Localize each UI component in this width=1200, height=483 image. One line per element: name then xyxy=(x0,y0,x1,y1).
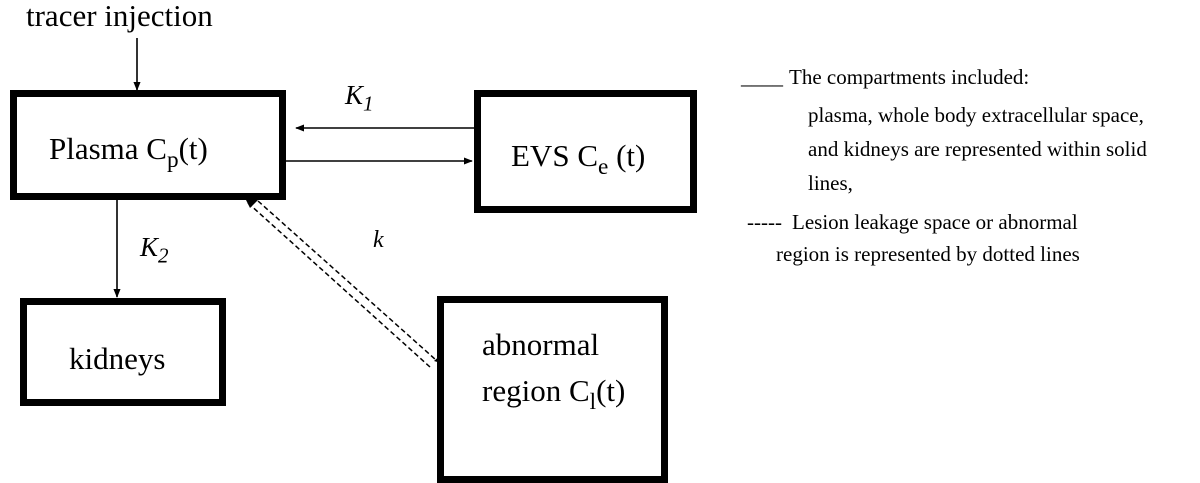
tracer-injection-label: tracer injection xyxy=(26,0,213,33)
legend-solid-desc-1: plasma, whole body extracellular space, xyxy=(808,103,1144,127)
legend-dotted-line2: region is represented by dotted lines xyxy=(776,242,1080,266)
legend-dotted-marker: ----- xyxy=(747,210,782,234)
rate-k2-label: K2 xyxy=(140,232,169,268)
abnormal-label-line2: region Cl(t) xyxy=(482,373,626,416)
kidneys-compartment: kidneys xyxy=(20,298,226,406)
legend-solid-marker: ____ xyxy=(741,65,783,89)
abnormal-exchange-line-b xyxy=(247,202,431,368)
abnormal-exchange-line-a xyxy=(257,200,437,361)
evs-compartment: EVS Ce (t) xyxy=(474,90,697,213)
plasma-label: Plasma Cp(t) xyxy=(49,131,208,174)
legend-solid-desc-2: and kidneys are represented within solid xyxy=(808,137,1147,161)
legend-solid-title: The compartments included: xyxy=(789,65,1030,89)
abnormal-region-compartment: abnormal region Cl(t) xyxy=(437,296,668,483)
legend-dotted-line1: Lesion leakage space or abnormal xyxy=(792,210,1078,234)
evs-label: EVS Ce (t) xyxy=(511,138,646,181)
legend-solid-desc-3: lines, xyxy=(808,171,853,195)
abnormal-label-line1: abnormal xyxy=(482,327,600,362)
kidneys-label: kidneys xyxy=(69,341,166,376)
plasma-compartment: Plasma Cp(t) xyxy=(10,90,286,200)
rate-k1-label: K1 xyxy=(345,80,374,116)
rate-k-label: k xyxy=(373,227,384,253)
